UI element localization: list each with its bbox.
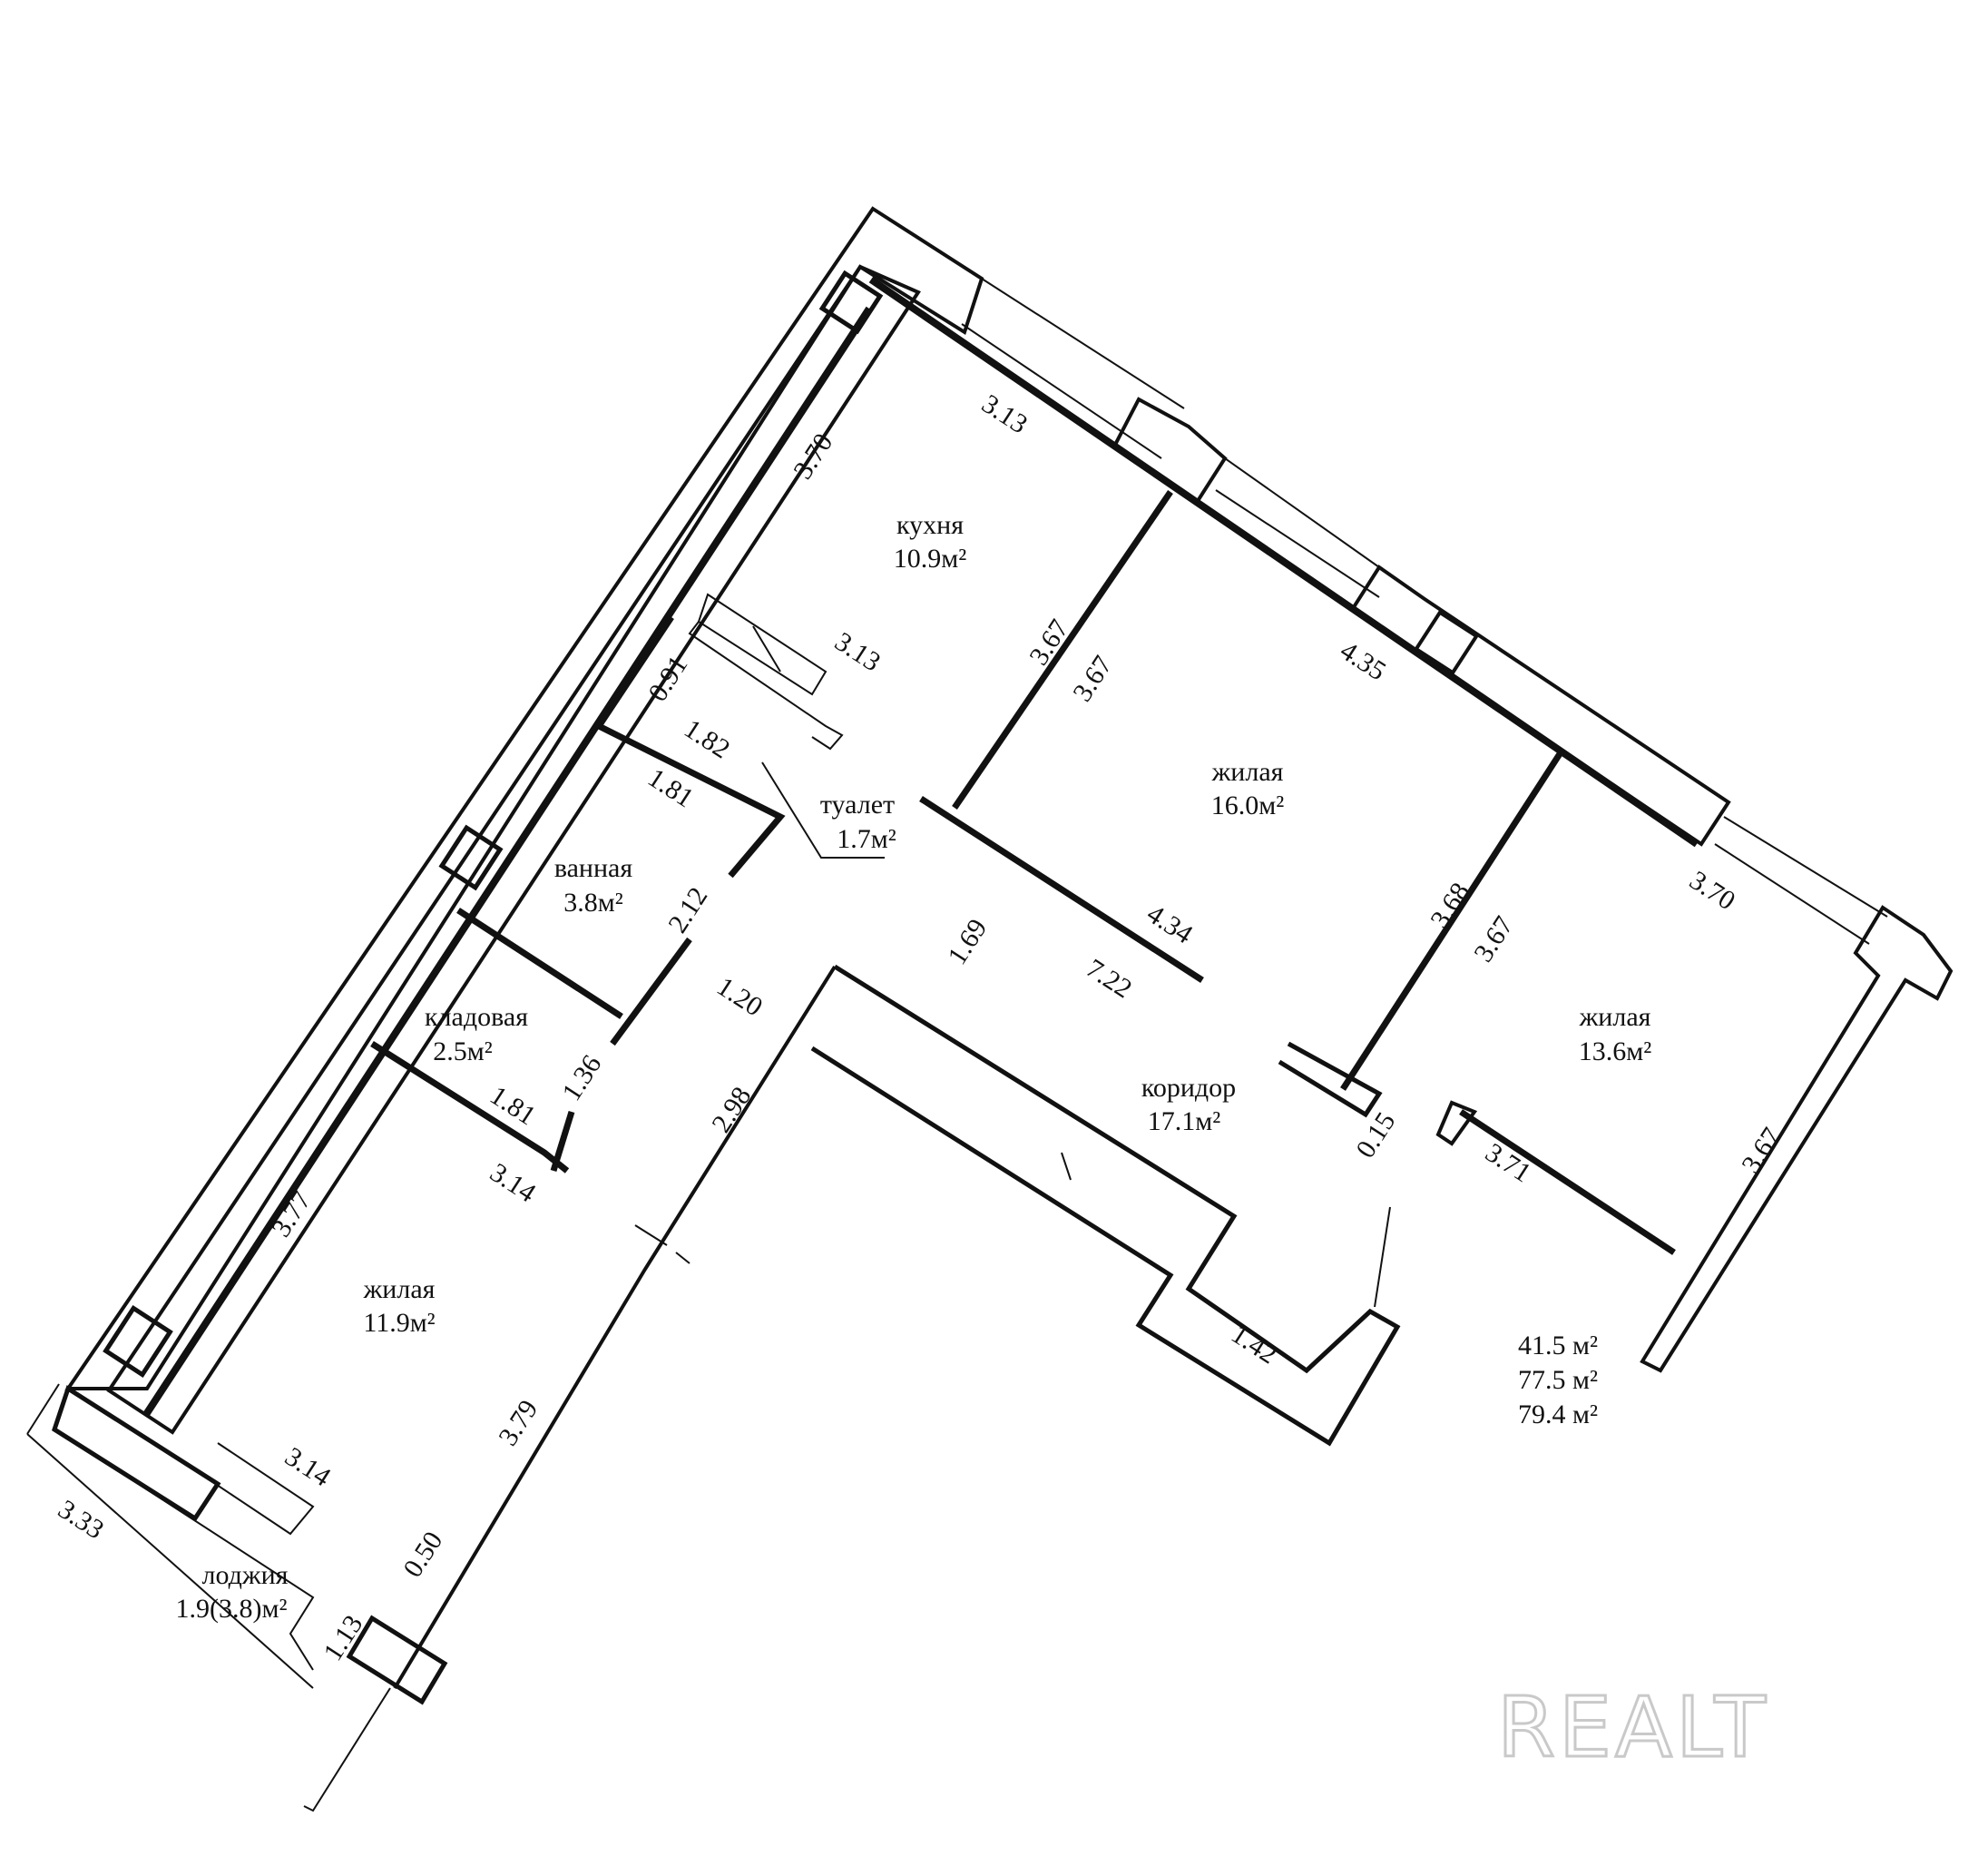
dim-3-13-kitchen: 3.13 <box>829 626 886 677</box>
corridor-name: коридор <box>1141 1073 1236 1103</box>
total-with-loggia: 79.4 м² <box>1518 1400 1598 1429</box>
dim-2-98: 2.98 <box>706 1082 757 1138</box>
storage-area: 2.5м² <box>433 1036 492 1066</box>
toilet-area: 1.7м² <box>837 824 896 854</box>
dim-3-70-right: 3.70 <box>1684 865 1740 916</box>
dim-4-34: 4.34 <box>1141 899 1198 949</box>
dim-3-67-east: 3.67 <box>1736 1123 1787 1179</box>
dim-3-67-center: 3.67 <box>1067 651 1118 707</box>
dim-1-36: 1.36 <box>556 1050 607 1106</box>
storage-name: кладовая <box>425 1002 528 1032</box>
total-living: 41.5 м² <box>1518 1331 1598 1360</box>
kitchen-area: 10.9м² <box>894 544 966 574</box>
loggia-area: 1.9(3.8)м² <box>176 1594 288 1624</box>
dim-3-70-west: 3.70 <box>788 428 838 485</box>
watermark-logo: REALT <box>1497 1679 1769 1776</box>
dim-3-14-loggia: 3.14 <box>279 1441 336 1492</box>
dim-3-68: 3.68 <box>1425 878 1475 934</box>
dim-7-22: 7.22 <box>1081 953 1137 1004</box>
living-center-name: жилая <box>1211 757 1284 787</box>
dim-1-42: 1.42 <box>1226 1319 1282 1370</box>
toilet-name: туалет <box>820 790 895 820</box>
dim-3-14-storage: 3.14 <box>485 1157 541 1208</box>
corridor-area: 17.1м² <box>1148 1106 1220 1136</box>
living-left-area: 11.9м² <box>363 1308 435 1338</box>
dim-3-13-top: 3.13 <box>976 388 1033 439</box>
living-right-area: 13.6м² <box>1579 1036 1651 1066</box>
kitchen-name: кухня <box>896 510 964 540</box>
dim-2-12: 2.12 <box>662 882 713 938</box>
dim-3-67-right: 3.67 <box>1468 911 1519 967</box>
dim-1-20: 1.20 <box>711 971 768 1022</box>
dim-0-50: 0.50 <box>397 1527 448 1583</box>
living-right-name: жилая <box>1579 1002 1651 1032</box>
dim-1-82: 1.82 <box>679 713 735 764</box>
dim-3-79: 3.79 <box>493 1395 544 1451</box>
living-left-name: жилая <box>363 1274 436 1304</box>
area-totals: 41.5 м² 77.5 м² 79.4 м² <box>1518 1331 1598 1429</box>
room-labels: кухня 10.9м² жилая 16.0м² жилая 13.6м² ж… <box>176 510 1652 1624</box>
dim-3-77: 3.77 <box>266 1186 317 1242</box>
dim-3-33: 3.33 <box>53 1494 109 1545</box>
dim-0-15: 0.15 <box>1350 1107 1401 1164</box>
dim-1-69: 1.69 <box>942 914 993 970</box>
dim-0-91: 0.91 <box>642 651 693 707</box>
dim-3-71: 3.71 <box>1480 1137 1536 1188</box>
bathroom-area: 3.8м² <box>563 888 622 918</box>
loggia-name: лоджия <box>202 1560 289 1590</box>
total-area: 77.5 м² <box>1518 1365 1598 1395</box>
bathroom-name: ванная <box>554 853 633 883</box>
living-center-area: 16.0м² <box>1211 791 1284 820</box>
dim-4-35: 4.35 <box>1335 635 1391 686</box>
walls <box>26 206 1954 1812</box>
